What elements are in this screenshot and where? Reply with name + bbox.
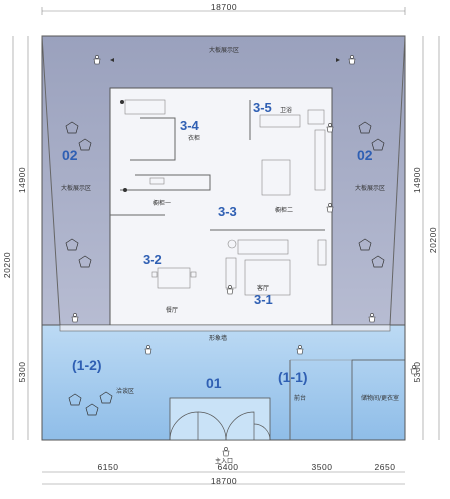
dim-bottom-seg-4: 2650 (375, 462, 396, 472)
reception-label: 前台 (294, 394, 306, 402)
dim-right-upper: 14900 (412, 167, 422, 193)
dim-left-total: 20200 (2, 252, 12, 278)
dim-left-upper: 14900 (17, 167, 27, 193)
storage-label: 储物间/更衣室 (361, 394, 399, 402)
dimension-right: 14900 20200 5300 (412, 36, 440, 440)
image-wall-label: 形象墙 (209, 334, 227, 342)
dining-label: 餐厅 (166, 306, 178, 314)
dim-top-total: 18700 (211, 2, 237, 12)
dimension-bottom: 6150 6400 3500 2650 18700 (42, 462, 405, 486)
dim-bottom-seg-1: 6150 (98, 462, 119, 472)
dim-right-total: 20200 (428, 227, 438, 253)
dim-bottom-seg-2: 6400 (218, 462, 239, 472)
zone-01: 01 (206, 375, 222, 391)
left-display-label: 大板展示区 (61, 184, 91, 192)
zone-3-2: 3-2 (143, 252, 162, 267)
dim-left-lower: 5300 (17, 362, 27, 383)
cabinet-two-label: 橱柜二 (275, 206, 293, 214)
bathroom-label: 卫浴 (280, 106, 292, 114)
right-display-label: 大板展示区 (355, 184, 385, 192)
zone-02-left: 02 (62, 147, 78, 163)
top-display-label: 大板展示区 (209, 46, 239, 54)
storage-room (351, 359, 406, 441)
zone-02-right: 02 (357, 147, 373, 163)
inner-furniture (110, 99, 327, 296)
living-label: 客厅 (257, 284, 269, 292)
inner-showroom (109, 87, 333, 326)
negotiation-label: 洽谈区 (116, 387, 134, 395)
dim-bottom-seg-3: 3500 (312, 462, 333, 472)
zone-3-4: 3-4 (180, 118, 200, 133)
zone-3-3: 3-3 (218, 204, 237, 219)
zone-1-2: (1-2) (72, 357, 102, 373)
cabinet-one-label: 橱柜一 (153, 199, 171, 207)
entrance-label: 主入口 (215, 457, 233, 465)
zone-3-1: 3-1 (254, 292, 273, 307)
zone-3-5: 3-5 (253, 100, 272, 115)
main-entrance-doors (169, 397, 271, 441)
flow-arrows (110, 58, 340, 62)
dimension-top: 18700 (41, 2, 406, 15)
wardrobe-label: 衣柜 (188, 134, 200, 142)
dim-right-lower: 5300 (412, 362, 422, 383)
zone-1-1: (1-1) (278, 369, 308, 385)
dim-bottom-total: 18700 (211, 476, 237, 486)
dimension-left: 20200 14900 5300 (2, 36, 29, 440)
